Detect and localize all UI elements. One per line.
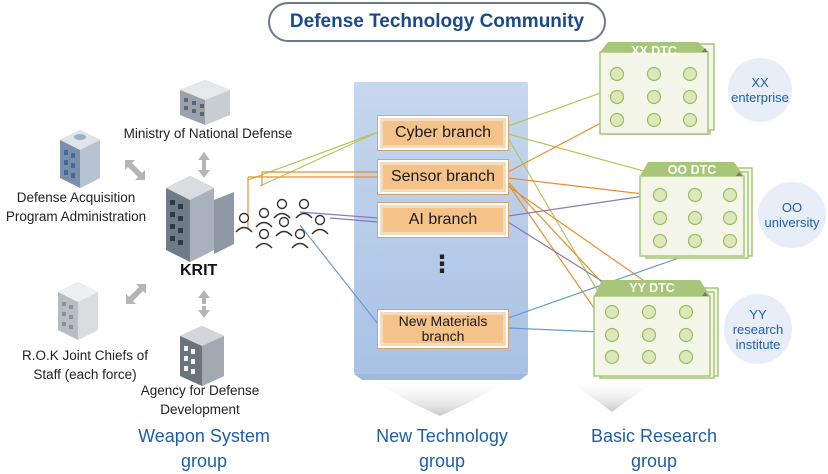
group-basic-research: Basic Research group [572, 424, 736, 474]
link-sensor-oo [507, 177, 661, 197]
person-icon [291, 228, 309, 249]
partner-oo-line2: university [764, 215, 820, 230]
partner-yy-line2: research [732, 321, 784, 337]
label-add-line2: Development [160, 402, 240, 417]
group-weapon-line1: Weapon System [138, 426, 270, 446]
person-icon [273, 198, 291, 219]
person-icon [255, 228, 273, 249]
building-icon-dapa [60, 130, 100, 188]
link-krit-ai [299, 211, 379, 219]
krit-label: KRIT [180, 262, 218, 279]
page-title: Defense Technology Community [268, 2, 606, 42]
partner-xx-enterprise: XX enterprise [728, 58, 792, 122]
arrow-dapa-krit [125, 160, 145, 180]
label-mnd: Ministry of National Defense [123, 126, 293, 141]
partner-xx-line2: enterprise [731, 90, 789, 105]
person-icon [235, 212, 253, 233]
group-weapon-system: Weapon System group [120, 424, 288, 474]
branch-ai: AI branch [377, 202, 509, 238]
group-newtech-line1: New Technology [376, 426, 508, 446]
building-icon-mnd [180, 80, 230, 125]
partner-oo-university: OO university [758, 182, 826, 248]
dtc-yy-label: YY DTC [629, 281, 675, 295]
dtc-oo-label: OO DTC [667, 163, 717, 177]
partner-yy-line1: YY [749, 306, 767, 322]
branch-sensor: Sensor branch [377, 159, 509, 195]
branch-new-materials-line2: branch [421, 328, 465, 344]
label-dapa-line2: Program Administration [5, 209, 147, 224]
label-add-line1: Agency for Defense [140, 383, 260, 398]
link-krit-materials [299, 224, 379, 325]
group-basic-line1: Basic Research [590, 426, 718, 446]
partner-yy-research-institute: YY research institute [724, 294, 792, 364]
dtc-nodes [604, 66, 738, 365]
people-icons [235, 198, 329, 249]
link-ai-oo [507, 193, 659, 217]
arrow-krit-add [198, 290, 210, 318]
group-new-technology: New Technology group [356, 424, 528, 474]
person-icon [311, 214, 329, 235]
double-arrows [125, 152, 210, 318]
partner-oo-line1: OO [781, 200, 803, 215]
branch-new-materials-line1: New Materials [398, 313, 488, 329]
partner-yy-line3: institute [735, 336, 781, 352]
branch-ellipsis: ⋮ [430, 251, 454, 278]
down-arrow-basic [570, 382, 655, 412]
down-arrow-newtech [375, 382, 507, 416]
label-dapa-line1: Defense Acquisition [16, 190, 136, 205]
building-icon-add [180, 326, 224, 386]
building-icon-jcs [58, 282, 98, 340]
partner-xx-line1: XX [751, 75, 769, 90]
label-jcs: R.O.K Joint Chiefs of Staff (each force) [10, 346, 160, 384]
group-weapon-line2: group [180, 451, 228, 471]
dtc-xx-label: XX DTC [631, 44, 677, 58]
person-icon [295, 198, 313, 219]
arrow-mnd-krit [198, 152, 210, 178]
person-icon [275, 216, 293, 237]
group-newtech-line2: group [418, 451, 466, 471]
branch-cyber: Cyber branch [377, 115, 509, 151]
group-basic-line2: group [630, 451, 678, 471]
person-icon [255, 207, 273, 228]
link-cyber-yy [507, 137, 611, 313]
label-dapa: Defense Acquisition Program Administrati… [0, 188, 152, 226]
building-icon-krit [166, 176, 234, 262]
branch-new-materials: New Materials branch [377, 309, 509, 349]
label-jcs-line2: Staff (each force) [33, 367, 137, 382]
label-add: Agency for Defense Development [130, 381, 270, 419]
arrow-jcs-krit [126, 284, 146, 304]
label-jcs-line1: R.O.K Joint Chiefs of [21, 348, 149, 363]
